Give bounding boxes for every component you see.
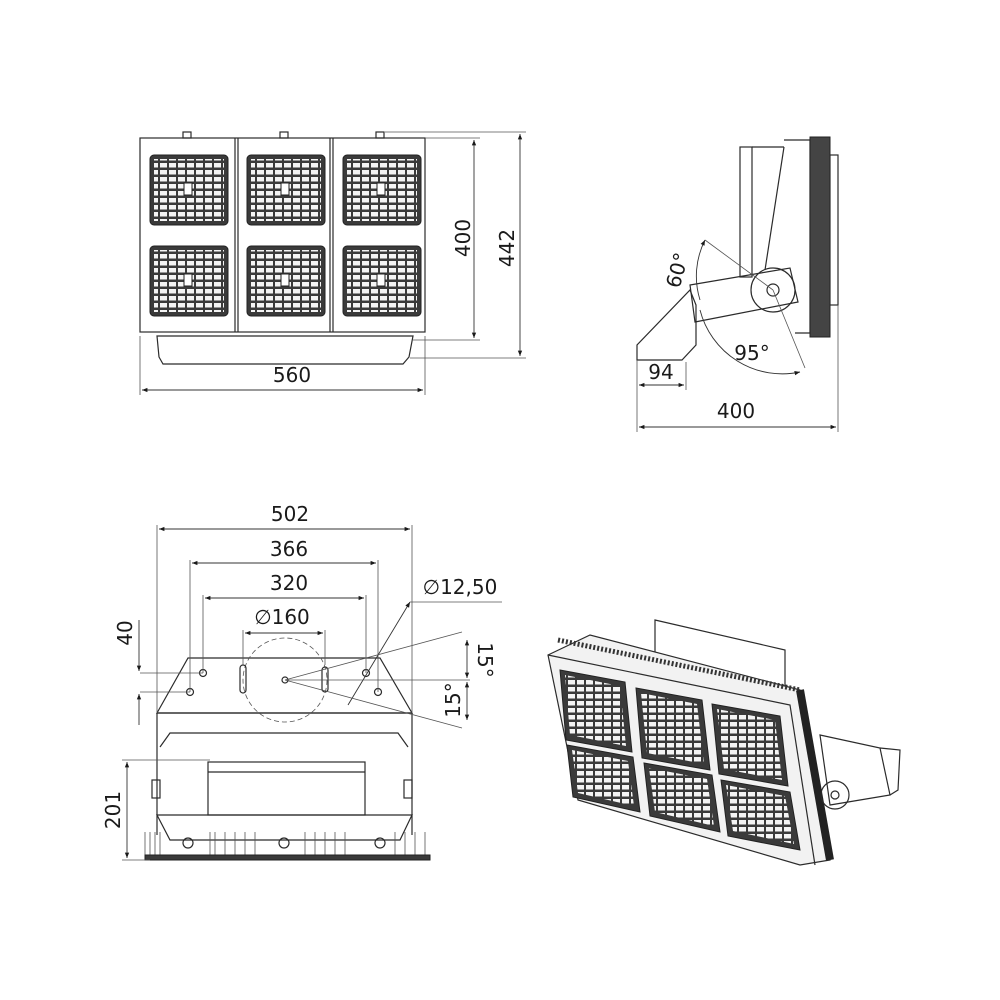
dim-hole-diameter: ∅12,50: [423, 575, 498, 599]
dim-center-diameter: ∅160: [254, 605, 310, 629]
heatsink: [809, 136, 831, 338]
angle-up-15: 15°: [473, 642, 497, 677]
dim-width: 560: [273, 363, 311, 387]
side-bracket-arm: [689, 267, 799, 323]
mounting-bracket: [156, 335, 414, 365]
isometric-view: [547, 619, 901, 866]
side-view: 60° 95° 94 400: [636, 136, 839, 432]
angle-down: 95°: [734, 341, 769, 365]
dim-320: 320: [270, 571, 308, 595]
dim-366: 366: [270, 537, 308, 561]
front-view: 560 400 442: [139, 131, 526, 395]
angle-up: 60°: [661, 250, 693, 290]
dim-panel-height: 400: [451, 219, 475, 257]
dim-201: 201: [101, 791, 125, 829]
dim-hole-offset: 40: [113, 620, 137, 645]
bracket-plate: [155, 657, 414, 714]
dim-depth: 400: [717, 399, 755, 423]
heatsink-fins: [144, 832, 431, 861]
iso-led-modules: [559, 669, 801, 851]
dim-bracket-depth: 94: [648, 360, 673, 384]
bracket-view: 502 366 320 ∅160 ∅12,50 40 15° 15° 201: [101, 502, 502, 861]
led-modules: [149, 154, 422, 317]
dim-total-height: 442: [495, 229, 519, 267]
driver-box: [207, 761, 366, 816]
dim-502: 502: [271, 502, 309, 526]
angle-down-15: 15°: [441, 682, 465, 717]
